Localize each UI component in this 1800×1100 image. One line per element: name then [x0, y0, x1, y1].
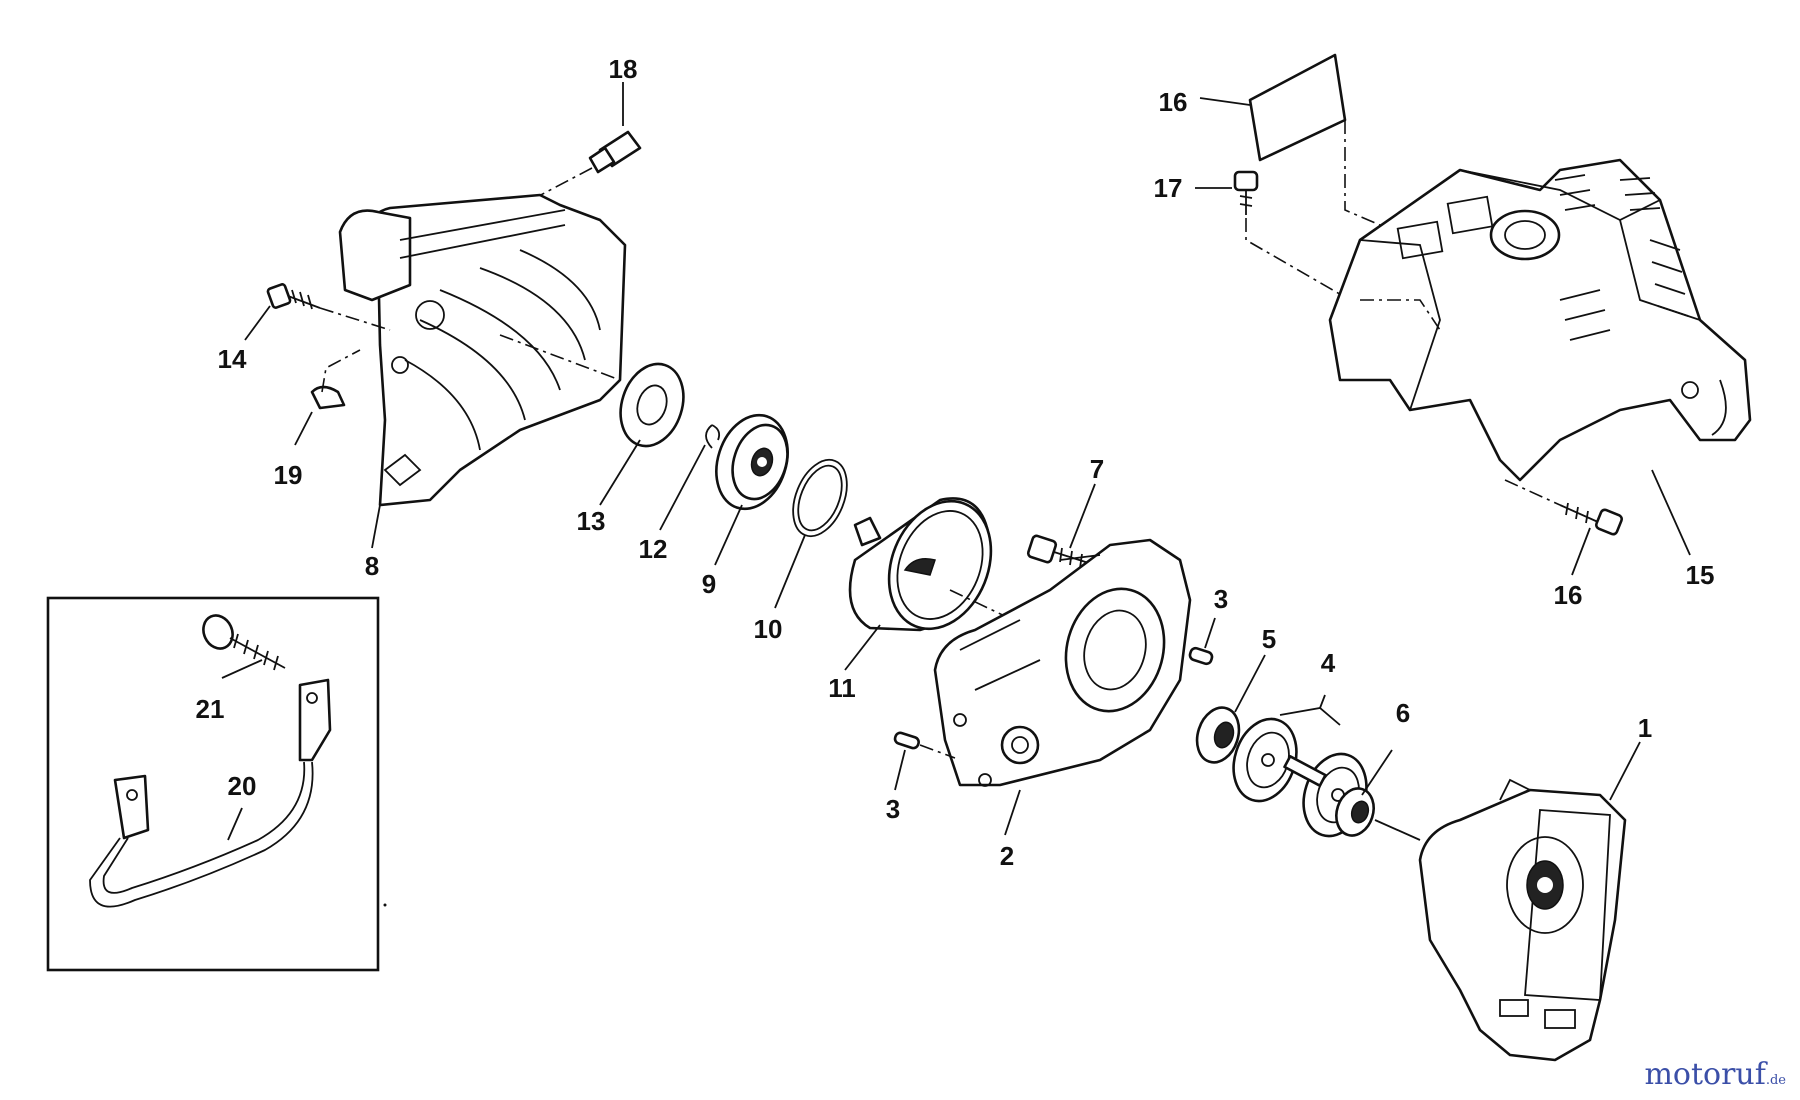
watermark-suffix: .de — [1765, 1073, 1786, 1088]
part-5-bearing — [1195, 706, 1241, 764]
label-13: 13 — [577, 506, 606, 536]
part-16-bolt — [1504, 479, 1624, 536]
label-14: 14 — [218, 344, 247, 374]
part-3-pin-right — [1188, 646, 1214, 666]
part-3-pin-left — [893, 731, 956, 759]
part-2-crankcase — [933, 538, 1192, 787]
label-1: 1 — [1638, 713, 1652, 743]
part-8-fan-housing — [338, 193, 627, 507]
part-11-clutch-drum — [848, 497, 1151, 686]
label-11: 11 — [828, 673, 856, 703]
label-3-left: 3 — [886, 794, 900, 824]
part-21-screw — [202, 614, 286, 671]
callout-labels: 1 2 3 3 4 5 6 7 8 9 10 11 12 13 14 15 16… — [196, 54, 1715, 871]
label-19: 19 — [274, 460, 303, 490]
part-16-label — [1248, 53, 1381, 226]
part-19-clip — [310, 349, 361, 410]
part-9-bearing — [715, 413, 789, 511]
label-9: 9 — [702, 569, 716, 599]
part-15-engine-cover — [1328, 158, 1752, 482]
label-15: 15 — [1686, 560, 1715, 590]
part-13-washer — [619, 362, 685, 448]
label-16-bottom: 16 — [1554, 580, 1583, 610]
label-20: 20 — [228, 771, 257, 801]
label-6: 6 — [1396, 698, 1410, 728]
label-7: 7 — [1090, 454, 1104, 484]
label-4: 4 — [1321, 648, 1336, 678]
inset-box — [46, 596, 380, 972]
part-10-circlip — [792, 458, 848, 538]
label-10: 10 — [754, 614, 783, 644]
part-12-snap-ring — [705, 424, 721, 449]
part-14-screw — [266, 283, 391, 331]
label-3-right: 3 — [1214, 584, 1228, 614]
part-6-seal — [1335, 787, 1421, 841]
part-18-screw — [534, 130, 642, 199]
label-17: 17 — [1154, 173, 1183, 203]
label-16-top: 16 — [1159, 87, 1188, 117]
label-18: 18 — [609, 54, 638, 84]
label-21: 21 — [196, 694, 225, 724]
part-17-screw — [1233, 170, 1351, 301]
label-5: 5 — [1262, 624, 1276, 654]
label-2: 2 — [1000, 841, 1014, 871]
part-20-handle-loop — [89, 678, 332, 908]
label-8: 8 — [365, 551, 379, 581]
label-12: 12 — [639, 534, 668, 564]
watermark-text: motoruf — [1644, 1057, 1766, 1092]
watermark-logo: motoruf.de — [1644, 1057, 1786, 1092]
part-1-crankcase-front — [1418, 778, 1627, 1062]
